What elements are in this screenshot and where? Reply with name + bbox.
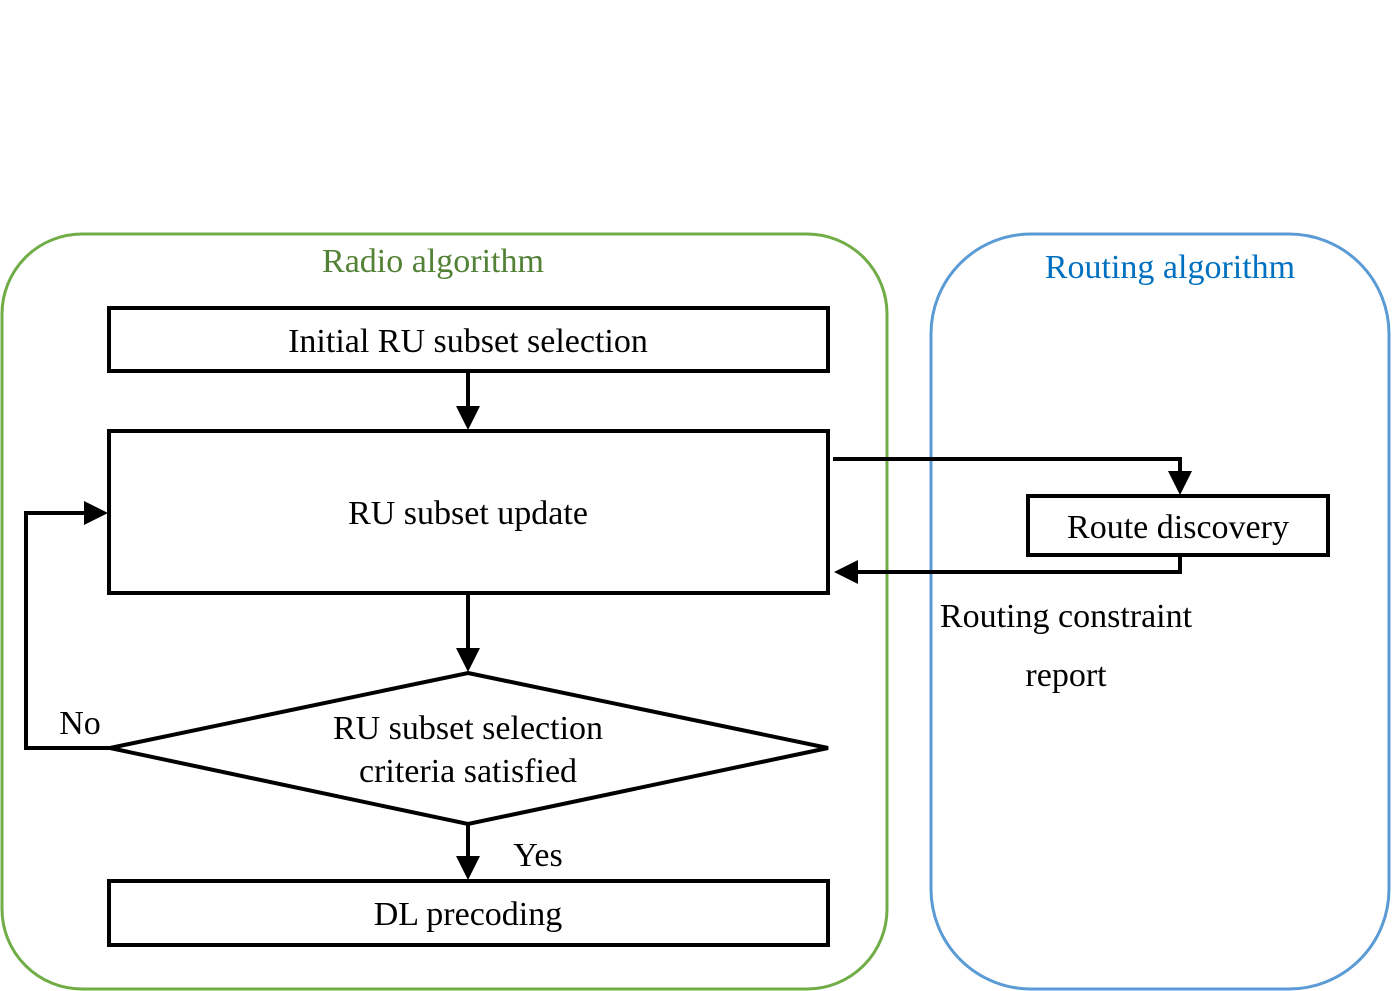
criteria-decision-diamond — [109, 670, 829, 827]
radio-algorithm-group — [0, 232, 889, 991]
arrow-route-discovery-to-update — [856, 556, 1182, 574]
dl-precoding-label: DL precoding — [374, 896, 563, 933]
arrowhead-criteria-to-precoding — [456, 856, 480, 880]
arrowhead-initial-to-update — [456, 406, 480, 430]
initial-ru-subset-selection-label: Initial RU subset selection — [288, 323, 648, 360]
route-discovery-label: Route discovery — [1067, 509, 1289, 546]
arrowhead-update-to-criteria — [456, 648, 480, 672]
routing-constraint-label-line2: report — [1025, 657, 1107, 694]
arrow-no-loop-back — [24, 511, 110, 750]
routing-algorithm-title: Routing algorithm — [1045, 249, 1295, 286]
route-discovery-box — [1026, 494, 1330, 557]
yes-edge-label: Yes — [513, 837, 562, 874]
radio-algorithm-title: Radio algorithm — [322, 243, 544, 280]
initial-ru-subset-selection-box — [107, 306, 830, 373]
arrowhead-no-loop-back — [84, 501, 108, 525]
dl-precoding-box — [107, 879, 830, 947]
routing-algorithm-group — [929, 232, 1391, 991]
arrowhead-update-to-route-discovery — [1168, 471, 1192, 495]
no-edge-label: No — [59, 705, 101, 742]
ru-subset-update-box — [107, 429, 830, 595]
criteria-decision-label-line1: RU subset selection — [333, 710, 603, 747]
criteria-decision-label-line2: criteria satisfied — [359, 753, 577, 790]
routing-constraint-label-line1: Routing constraint — [940, 598, 1193, 635]
arrow-update-to-route-discovery — [833, 457, 1182, 473]
ru-subset-update-label: RU subset update — [348, 495, 588, 532]
arrowhead-route-discovery-to-update — [834, 560, 858, 584]
